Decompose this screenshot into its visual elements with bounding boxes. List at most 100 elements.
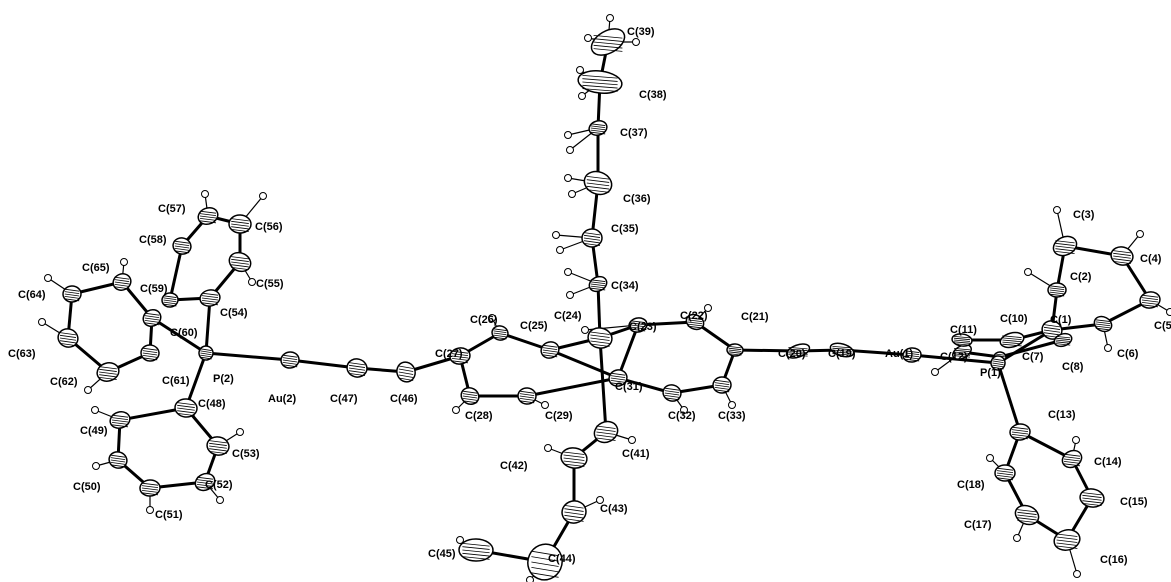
atom-c53 (206, 436, 230, 456)
label-c5: C(5 (1154, 320, 1171, 332)
label-c3: C(3) (1073, 209, 1095, 221)
hydrogen-atom (91, 406, 99, 414)
atom-p2 (198, 345, 214, 361)
atom-c59 (161, 292, 179, 308)
atom-c52 (194, 472, 216, 492)
label-c58: C(58) (139, 234, 167, 246)
label-c23: C(23) (629, 321, 657, 333)
atom-c25 (540, 341, 560, 359)
atom-c64 (62, 285, 82, 303)
atom-c51 (139, 479, 161, 497)
atom-c4 (1110, 246, 1134, 266)
label-c11: C(11) (950, 324, 977, 336)
atom-c57 (197, 206, 219, 226)
label-c49: C(49) (80, 425, 108, 437)
hydrogen-atom (596, 496, 604, 504)
atom-au1 (902, 347, 922, 363)
bond-c31-c25 (548, 348, 620, 380)
label-c32: C(32) (668, 410, 696, 422)
hydrogen-atom (1053, 206, 1061, 214)
atom-c60 (142, 308, 162, 328)
atom-c2 (1047, 282, 1067, 298)
atom-c26 (491, 325, 509, 341)
label-c39: C(39) (627, 26, 655, 38)
hydrogen-atom (201, 190, 209, 198)
label-c52: C(52) (205, 479, 233, 491)
atom-c38 (577, 70, 623, 94)
hydrogen-atom (1072, 436, 1080, 444)
hydrogen-atom (931, 368, 939, 376)
hydrogen-atom (632, 38, 640, 46)
hydrogen-atom (556, 246, 564, 254)
atom-c46 (396, 361, 416, 383)
atom-c45 (458, 538, 494, 562)
hydrogen-atom (38, 318, 46, 326)
hydrogen-atom (452, 406, 460, 414)
label-c7: C(7) (1022, 351, 1044, 363)
atom-c22 (685, 313, 705, 331)
atom-c17 (1014, 504, 1040, 526)
hydrogens-layer (38, 14, 1171, 582)
atom-p1 (990, 355, 1006, 371)
hydrogen-atom (259, 192, 267, 200)
atom-c65 (112, 273, 132, 291)
atom-c27 (449, 347, 471, 365)
label-c50: C(50) (73, 481, 101, 493)
atom-c14 (1061, 449, 1083, 469)
bond-p1-c13 (996, 361, 1022, 434)
bond-c47-au2 (288, 358, 359, 370)
hydrogen-atom (728, 401, 736, 409)
atom-c50 (108, 451, 128, 469)
hydrogen-atom (584, 34, 592, 42)
atom-c15 (1079, 488, 1105, 508)
atom-c37 (588, 120, 608, 136)
label-c31: C(31) (615, 381, 643, 393)
atom-c36 (583, 170, 613, 196)
atom-c33 (712, 376, 732, 394)
bond-c24-c41 (598, 336, 608, 434)
label-c1: C(1) (1050, 314, 1072, 326)
hydrogen-atom (704, 304, 712, 312)
label-c41: C(41) (622, 448, 650, 460)
atom-c20 (785, 343, 811, 359)
label-c56: C(56) (255, 221, 283, 233)
label-c20: C(20) (778, 348, 806, 360)
label-c24: C(24) (554, 310, 582, 322)
atom-c18 (994, 464, 1016, 482)
label-c43: C(43) (600, 503, 628, 515)
hydrogen-atom (986, 454, 994, 462)
hydrogen-atom (568, 190, 576, 198)
atom-c48 (174, 398, 198, 418)
label-p1: P(1) (980, 367, 1001, 379)
atom-c32 (662, 384, 682, 402)
atom-au2 (280, 351, 300, 369)
atom-c42 (560, 447, 588, 469)
label-c59: C(59) (140, 283, 168, 295)
label-c54: C(54) (220, 307, 248, 319)
hydrogen-atom (526, 576, 534, 582)
label-c12: C(12) (940, 351, 968, 363)
atom-c24 (587, 327, 613, 349)
label-c62: C(62) (50, 376, 78, 388)
label-c29: C(29) (545, 410, 573, 422)
label-c17: C(17) (964, 519, 992, 531)
hydrogen-atom (541, 401, 549, 409)
label-c22: C(22) (680, 310, 708, 322)
atom-c8 (1053, 332, 1073, 348)
atom-c28 (460, 387, 480, 405)
atom-c16 (1053, 529, 1081, 551)
label-p2: P(2) (213, 373, 234, 385)
label-au2: Au(2) (268, 393, 296, 405)
atom-c10 (999, 331, 1025, 349)
atom-c58 (172, 237, 192, 255)
label-c51: C(51) (155, 509, 183, 521)
hydrogen-atom (576, 66, 584, 74)
bond-au2-p2 (204, 351, 292, 362)
hydrogen-atom (544, 444, 552, 452)
hydrogen-atom (456, 536, 464, 544)
atom-c13 (1009, 423, 1031, 441)
label-c63: C(63) (8, 348, 36, 360)
hydrogen-atom (248, 278, 256, 286)
label-c37: C(37) (620, 127, 648, 139)
